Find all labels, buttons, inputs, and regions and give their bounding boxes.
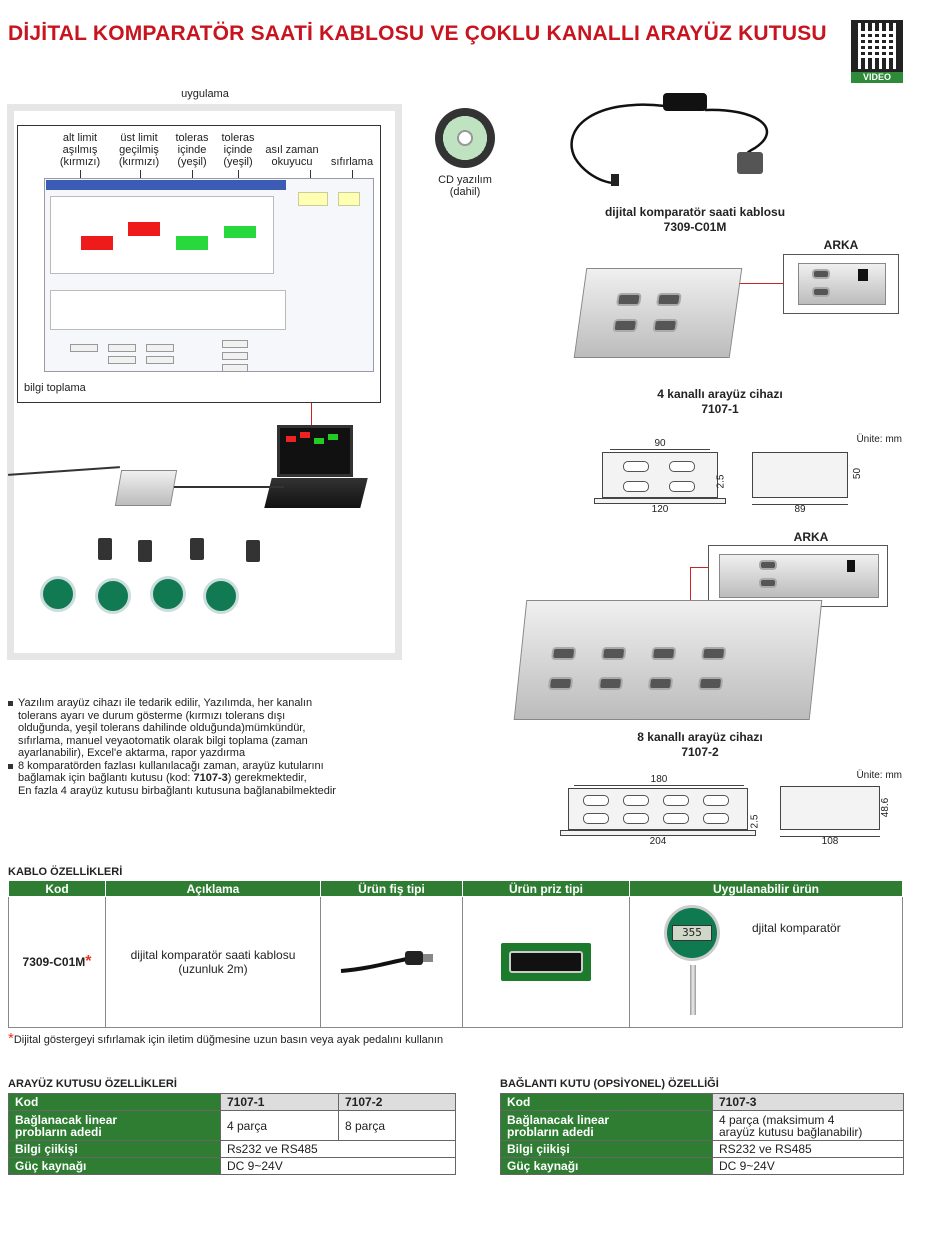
in-tolerance-bar-2	[224, 226, 256, 238]
box8-side-dimension-drawing	[780, 786, 880, 830]
box8-rear-view	[708, 545, 888, 607]
cd-icon	[435, 108, 495, 168]
gauge-1	[40, 576, 76, 612]
gauge-3	[150, 576, 186, 612]
laptop-keyboard	[264, 478, 368, 508]
label-data-collection: bilgi toplama	[24, 382, 86, 394]
application-caption: uygulama	[181, 88, 229, 100]
feature-item-software: Yazılım arayüz cihazı ile tedarik edilir…	[8, 697, 428, 760]
cable-adapter	[98, 538, 112, 560]
junction-spec-title: BAĞLANTI KUTU (OPSİYONEL) ÖZELLİĞİ	[500, 1078, 719, 1090]
box8-illustration	[513, 600, 823, 720]
usb-plug-icon	[340, 950, 433, 973]
cable-footnote: *Dijital göstergeyi sıfırlamak için ilet…	[8, 1030, 444, 1047]
monitor-titlebar	[46, 180, 286, 190]
box4-rear-view	[783, 254, 899, 314]
gauge-icon: 355	[664, 905, 720, 961]
gauge-4	[203, 578, 239, 614]
interface-spec-title: ARAYÜZ KUTUSU ÖZELLİKLERİ	[8, 1078, 177, 1090]
box4-illustration	[573, 268, 743, 358]
cable-description-cell: dijital komparatör saati kablosu(uzunluk…	[105, 896, 321, 1028]
data-log-table	[50, 290, 286, 330]
box4-unit: Ünite: mm	[856, 434, 902, 445]
applicable-product-cell: 355 djital komparatör	[629, 896, 903, 1028]
qr-code-icon[interactable]	[851, 20, 903, 72]
box4-rear-label: ARKA	[823, 238, 859, 252]
label-reset: sıfırlama	[330, 156, 374, 168]
upper-exceeded-bar	[128, 222, 160, 236]
feature-item-junction-box: 8 komparatörden fazlası kullanılacağı za…	[8, 760, 428, 798]
box8-front-dimension-drawing	[568, 788, 748, 830]
interface-box-illustration	[114, 470, 178, 506]
cable-spec-title: KABLO ÖZELLİKLERİ	[8, 866, 123, 878]
socket-type-cell	[462, 896, 630, 1028]
cable-code-cell: 7309-C01M*	[8, 896, 106, 1028]
feature-list: Yazılım arayüz cihazı ile tedarik edilir…	[8, 697, 428, 797]
in-tolerance-bar-1	[176, 236, 208, 250]
cable-spec-table: Kod Açıklama Ürün fiş tipi Ürün priz tip…	[8, 880, 903, 1028]
box4-side-dimension-drawing	[752, 452, 848, 498]
plug-type-cell	[320, 896, 463, 1028]
box8-rear-label: ARKA	[793, 530, 829, 544]
gauge-2	[95, 578, 131, 614]
video-badge[interactable]: VIDEO	[851, 72, 903, 83]
box4-front-dimension-drawing	[602, 452, 718, 498]
lower-exceeded-bar	[81, 236, 113, 250]
usb-socket-icon	[501, 943, 591, 981]
page-title: DİJİTAL KOMPARATÖR SAATİ KABLOSU VE ÇOKL…	[8, 22, 827, 45]
cable-illustration	[570, 93, 769, 186]
cd-caption: CD yazılım(dahil)	[438, 174, 492, 198]
box8-unit: Ünite: mm	[856, 770, 902, 781]
laptop-screen	[277, 425, 353, 477]
